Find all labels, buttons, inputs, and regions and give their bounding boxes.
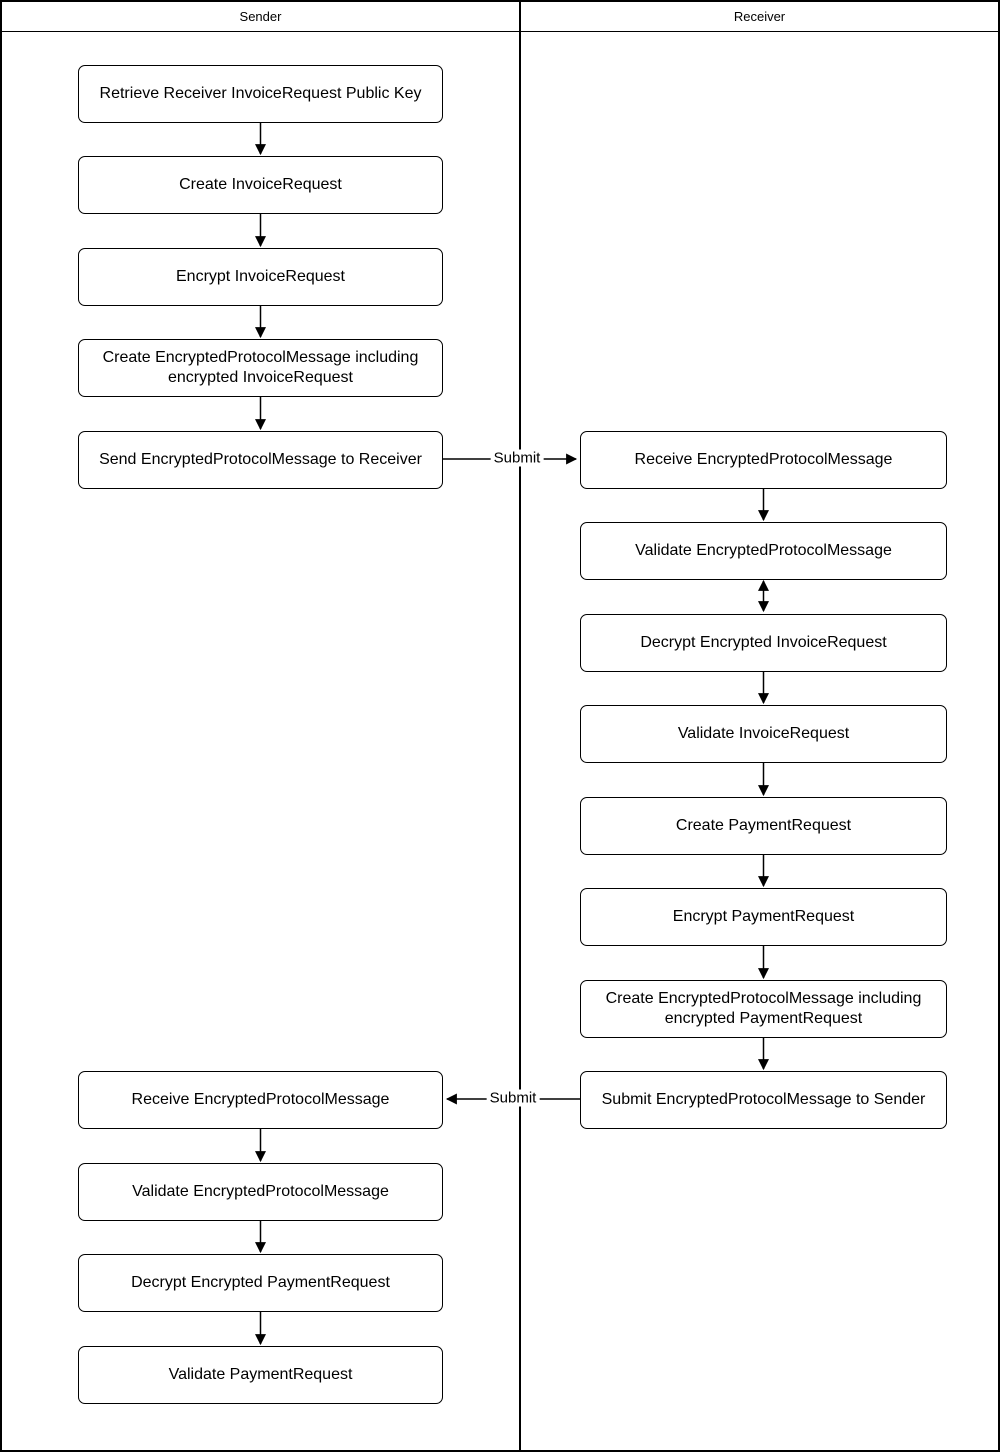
node-label: Validate EncryptedProtocolMessage [132, 1183, 389, 1200]
node-label: Create PaymentRequest [675, 817, 852, 834]
node-decrypt-encrypted-paymentrequest: Decrypt Encrypted PaymentRequest [78, 1254, 443, 1312]
lane-header-receiver: Receiver [521, 2, 998, 32]
node-encrypt-paymentrequest: Encrypt PaymentRequest [580, 888, 947, 946]
lane-title-sender: Sender [239, 9, 282, 24]
node-label: Receive EncryptedProtocolMessage [634, 451, 893, 468]
node-receive-encryptedprotocolmessage-sender: Receive EncryptedProtocolMessage [78, 1071, 443, 1129]
node-create-encryptedprotocolmessage-paymentrequest: Create EncryptedProtocolMessage includin… [580, 980, 947, 1038]
node-label: Submit EncryptedProtocolMessage to Sende… [601, 1091, 926, 1108]
node-send-encryptedprotocolmessage-to-receiver: Send EncryptedProtocolMessage to Receive… [78, 431, 443, 489]
node-label: Decrypt Encrypted InvoiceRequest [640, 634, 887, 651]
node-submit-encryptedprotocolmessage-to-sender: Submit EncryptedProtocolMessage to Sende… [580, 1071, 947, 1129]
lane-header-sender: Sender [2, 2, 519, 32]
edge-label-submit-to-sender: Submit [486, 1089, 540, 1107]
node-label: Receive EncryptedProtocolMessage [131, 1091, 390, 1108]
node-encrypt-invoicerequest: Encrypt InvoiceRequest [78, 248, 443, 306]
node-receive-encryptedprotocolmessage: Receive EncryptedProtocolMessage [580, 431, 947, 489]
node-label: Send EncryptedProtocolMessage to Receive… [99, 451, 422, 468]
node-label: Create EncryptedProtocolMessage includin… [102, 349, 419, 386]
edge-label-submit-to-receiver: Submit [490, 449, 544, 467]
node-label: Create EncryptedProtocolMessage includin… [605, 990, 922, 1027]
lane-header-row [2, 2, 998, 32]
node-label: Decrypt Encrypted PaymentRequest [131, 1274, 390, 1291]
node-validate-paymentrequest: Validate PaymentRequest [78, 1346, 443, 1404]
node-validate-encryptedprotocolmessage: Validate EncryptedProtocolMessage [580, 522, 947, 580]
node-create-paymentrequest: Create PaymentRequest [580, 797, 947, 855]
node-create-encryptedprotocolmessage-invoicerequest: Create EncryptedProtocolMessage includin… [78, 339, 443, 397]
lane-title-receiver: Receiver [733, 9, 786, 24]
node-retrieve-receiver-invoicerequest-public-key: Retrieve Receiver InvoiceRequest Public … [78, 65, 443, 123]
node-label: Validate EncryptedProtocolMessage [635, 542, 892, 559]
node-create-invoicerequest: Create InvoiceRequest [78, 156, 443, 214]
node-label: Retrieve Receiver InvoiceRequest Public … [99, 85, 422, 102]
lane-divider [519, 2, 521, 1450]
node-label: Create InvoiceRequest [179, 176, 342, 193]
node-validate-encryptedprotocolmessage-sender: Validate EncryptedProtocolMessage [78, 1163, 443, 1221]
node-label: Validate InvoiceRequest [677, 725, 850, 742]
node-decrypt-encrypted-invoicerequest: Decrypt Encrypted InvoiceRequest [580, 614, 947, 672]
node-label: Validate PaymentRequest [168, 1366, 353, 1383]
node-label: Encrypt PaymentRequest [672, 908, 855, 925]
node-label: Encrypt InvoiceRequest [176, 268, 345, 285]
node-validate-invoicerequest: Validate InvoiceRequest [580, 705, 947, 763]
